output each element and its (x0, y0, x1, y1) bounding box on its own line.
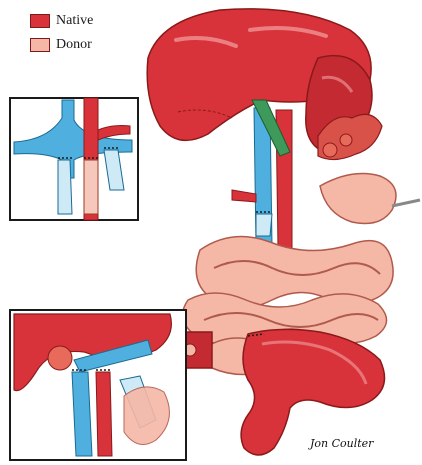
legend-item-native: Native (30, 13, 93, 29)
artist-signature: Jon Coulter (310, 437, 373, 450)
legend-label-native: Native (56, 13, 93, 29)
native-swatch (30, 14, 50, 28)
inset-vessel-anastomosis (10, 98, 138, 220)
legend-item-donor: Donor (30, 37, 92, 53)
legend-label-donor: Donor (56, 37, 92, 53)
inset-portal-detail (10, 310, 186, 460)
donor-swatch (30, 38, 50, 52)
aorta-and-vena-cava (232, 100, 292, 248)
